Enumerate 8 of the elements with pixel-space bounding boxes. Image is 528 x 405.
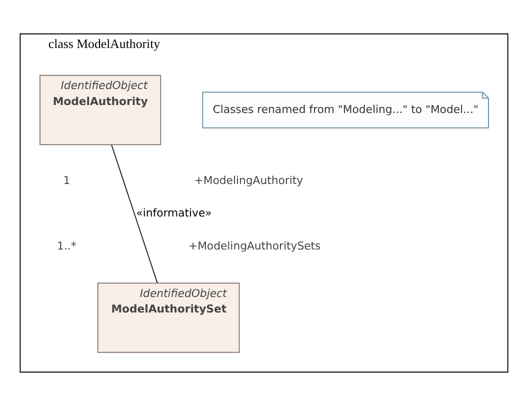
edge-label: «informative»	[136, 206, 212, 220]
connector	[111, 144, 158, 284]
label: +ModelingAuthority	[194, 174, 304, 187]
label: 1	[63, 174, 70, 187]
node-box: IdentifiedObject ModelAuthoritySet	[97, 282, 240, 352]
label: 1..*	[57, 238, 76, 252]
node-box: IdentifiedObject ModelAuthority	[39, 74, 162, 145]
label: +ModelingAuthoritySets	[188, 238, 321, 252]
